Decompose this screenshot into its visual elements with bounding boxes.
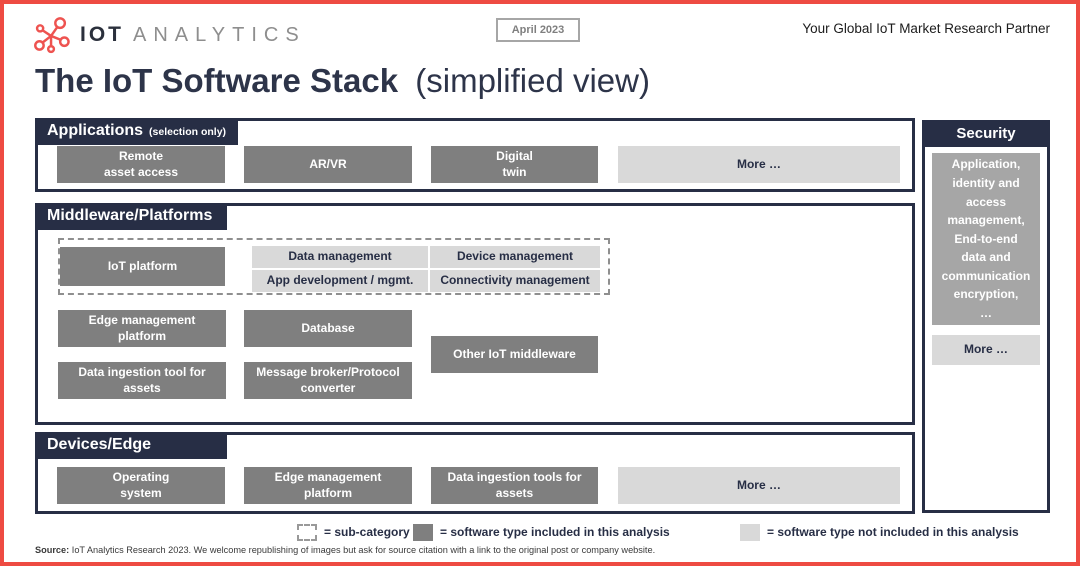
section-applications: Applications (selection only) Remote ass… xyxy=(35,118,915,192)
legend-included: = software type included in this analysi… xyxy=(413,522,670,542)
box-security-capabilities: Application, identity and access managem… xyxy=(932,153,1040,325)
box-security-more: More … xyxy=(932,335,1040,365)
section-label: Middleware/Platforms xyxy=(47,206,213,224)
legend-subcategory: = sub-category xyxy=(297,522,410,542)
box-data-management: Data management xyxy=(252,246,428,268)
tagline: Your Global IoT Market Research Partner xyxy=(802,21,1050,36)
page-title-suffix: (simplified view) xyxy=(415,62,650,99)
box-digital-twin: Digital twin xyxy=(431,146,598,183)
box-applications-more: More … xyxy=(618,146,900,183)
box-remote-asset-access: Remote asset access xyxy=(57,146,225,183)
section-middleware-platforms: Middleware/Platforms IoT platform Data m… xyxy=(35,203,915,425)
section-devices-edge: Devices/Edge Operating system Edge manag… xyxy=(35,432,915,514)
box-other-iot-middleware: Other IoT middleware xyxy=(431,336,598,373)
box-edge-management-platform-devices: Edge management platform xyxy=(244,467,412,504)
box-ar-vr: AR/VR xyxy=(244,146,412,183)
source-text: IoT Analytics Research 2023. We welcome … xyxy=(69,545,656,555)
iot-analytics-logo: IOT ANALYTICS xyxy=(33,16,306,54)
section-header-devices-edge: Devices/Edge xyxy=(35,432,227,459)
network-molecule-icon xyxy=(34,17,70,54)
legend-label: = software type included in this analysi… xyxy=(440,525,670,539)
light-box-swatch-icon xyxy=(740,523,760,541)
box-connectivity-management: Connectivity management xyxy=(430,270,600,292)
section-header-middleware: Middleware/Platforms xyxy=(35,203,227,230)
dark-box-swatch-icon xyxy=(413,523,433,541)
section-note: (selection only) xyxy=(149,125,227,138)
box-edge-management-platform: Edge management platform xyxy=(58,310,226,347)
box-app-development-mgmt: App development / mgmt. xyxy=(252,270,428,292)
source-note: Source: IoT Analytics Research 2023. We … xyxy=(35,545,655,555)
brand-secondary-text: ANALYTICS xyxy=(133,23,306,46)
box-message-broker: Message broker/Protocol converter xyxy=(244,362,412,399)
box-database: Database xyxy=(244,310,412,347)
date-badge: April 2023 xyxy=(496,18,580,42)
legend-label: = sub-category xyxy=(324,525,410,539)
section-header-security: Security xyxy=(922,120,1050,147)
section-header-applications: Applications (selection only) xyxy=(35,118,239,145)
dashed-box-swatch-icon xyxy=(297,523,317,541)
box-operating-system: Operating system xyxy=(57,467,225,504)
box-data-ingestion-tool: Data ingestion tool for assets xyxy=(58,362,226,399)
section-label: Applications xyxy=(47,121,144,139)
section-security: Security Application, identity and acces… xyxy=(922,120,1050,513)
iot-platform-subcategory-group xyxy=(58,238,610,295)
box-iot-platform: IoT platform xyxy=(60,247,225,286)
legend-label: = software type not included in this ana… xyxy=(767,525,1019,539)
source-label: Source: xyxy=(35,545,70,555)
box-data-ingestion-tools-devices: Data ingestion tools for assets xyxy=(431,467,598,504)
box-device-management: Device management xyxy=(430,246,600,268)
brand-primary-text: IOT xyxy=(80,23,124,46)
section-label: Devices/Edge xyxy=(47,435,152,453)
page-title-main: The IoT Software Stack xyxy=(35,62,399,99)
legend-not-included: = software type not included in this ana… xyxy=(740,522,1019,542)
section-label: Security xyxy=(956,125,1016,142)
box-devices-more: More … xyxy=(618,467,900,504)
page-title: The IoT Software Stack (simplified view) xyxy=(35,62,650,100)
